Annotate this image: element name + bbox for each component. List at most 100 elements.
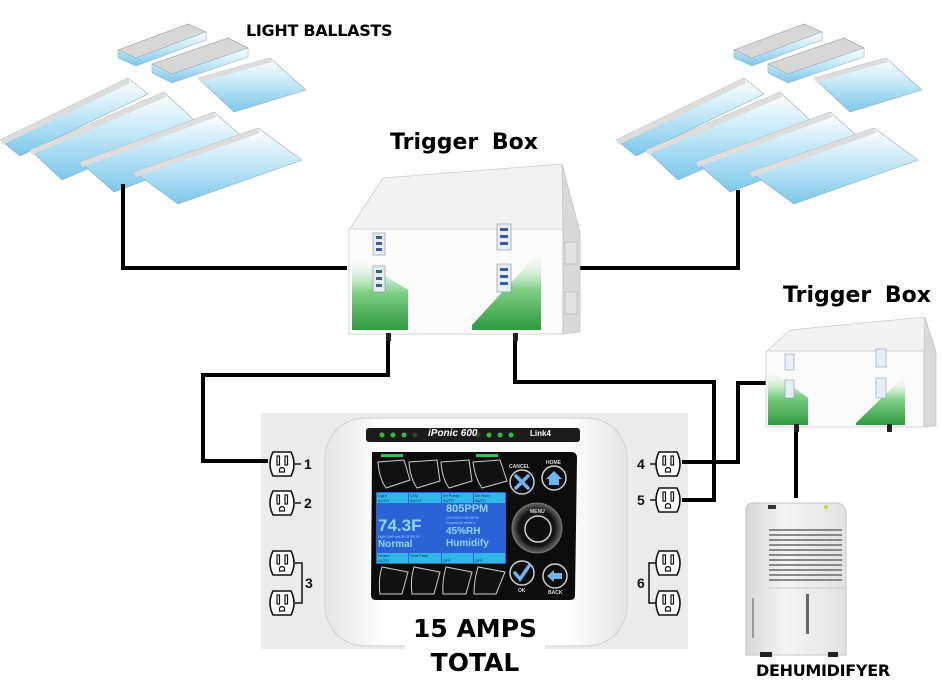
status-led (486, 432, 492, 438)
screen-datetime: 10/13/2010 05:05PM (446, 516, 479, 520)
iponic-controller (324, 417, 628, 647)
cord-grommet (887, 424, 892, 432)
outlet-3b[interactable] (269, 590, 295, 616)
light-fixture (117, 23, 207, 67)
outlet-number-2: 2 (304, 495, 312, 511)
soft-key-top-4 (472, 459, 508, 489)
vent-grille (769, 529, 842, 581)
cord-grommet (513, 333, 518, 341)
light-fixture (813, 57, 923, 113)
trigger-box-main-label: Trigger Box (390, 130, 538, 155)
side-receptacles (564, 241, 578, 315)
breaker-switch (372, 265, 386, 293)
status-led (401, 432, 407, 438)
ok-label: OK (518, 588, 526, 594)
outlet-2[interactable] (269, 490, 295, 516)
back-button[interactable] (542, 563, 568, 589)
outlet-slot (670, 594, 675, 605)
outlet-ground-hole (664, 466, 672, 473)
status-led (508, 432, 514, 438)
outlet-ground-hole (664, 605, 672, 612)
check-icon (513, 564, 531, 582)
breaker-switch (875, 377, 887, 399)
light-ballast-group-left (0, 23, 307, 205)
screen-co2: 805PPM (446, 503, 489, 515)
breaker-switch (784, 379, 795, 399)
trigger-box-main (348, 163, 581, 341)
outlet-4[interactable] (655, 451, 681, 477)
screen-setpoint: Night SetPoint 80.0F/80.0F (378, 535, 421, 539)
outlet-1[interactable] (269, 451, 295, 477)
breaker-switch (372, 232, 386, 256)
home-button[interactable] (541, 465, 567, 491)
outlet-ground-hole (278, 605, 286, 612)
breaker-switch (496, 223, 512, 251)
wire-left-ballasts-to-trigger-box (121, 184, 347, 270)
outlet-slot (662, 594, 667, 605)
screen-cell-vent-fans[interactable]: Vent Fans (410, 553, 429, 558)
outlet-slot (670, 491, 675, 502)
screen-cell-3[interactable]: OFF (443, 558, 451, 563)
light-fixture (197, 57, 307, 113)
wires (121, 184, 798, 502)
close-icon (514, 474, 530, 490)
light-fixture (133, 127, 303, 205)
outlet-slot (662, 455, 667, 466)
outlet-slot (276, 554, 281, 565)
outlet-number-3: 3 (305, 575, 313, 591)
soft-key-bottom-3 (442, 566, 473, 595)
menu-knob[interactable] (511, 502, 563, 554)
breaker-switch (496, 263, 512, 293)
screen-temp-status: Normal (378, 539, 413, 550)
outlet-slot (284, 594, 289, 605)
outlet-group-bracket-3 (295, 562, 303, 604)
light-fixture (749, 127, 919, 205)
amps-total-label: 15 AMPS TOTAL (405, 612, 545, 680)
status-led (497, 432, 503, 438)
wire-outlet5-to-trigger-box (513, 340, 716, 502)
screen-cell-4[interactable]: OFF (475, 558, 483, 563)
status-led (379, 432, 385, 438)
controller-model: iPonic 600 (428, 428, 478, 439)
outlet-number-1: 1 (304, 456, 312, 472)
cancel-button[interactable] (509, 469, 535, 495)
outlets (269, 451, 681, 616)
back-label: BACK (548, 590, 563, 596)
status-led (475, 432, 481, 438)
screen-temperature: 74.3F (378, 516, 422, 535)
status-led (412, 432, 418, 438)
soft-key-top-2 (408, 459, 441, 489)
ok-button[interactable] (509, 560, 535, 586)
outlet-slot (670, 455, 675, 466)
light-fixture (733, 23, 823, 67)
outlet-ground-hole (278, 565, 286, 572)
outlet-number-4: 4 (637, 456, 645, 472)
outlet-3a[interactable] (269, 550, 295, 576)
controller-brand: Link4 (530, 429, 551, 438)
soft-key-top-1 (377, 459, 411, 489)
outlet-6a[interactable] (655, 550, 681, 576)
trigger-box-secondary-label: Trigger Box (783, 283, 931, 308)
status-led (390, 432, 396, 438)
outlet-5[interactable] (655, 487, 681, 513)
outlet-ground-hole (664, 565, 672, 572)
arrow-left-icon (547, 570, 562, 582)
light-ballasts-label: LIGHT BALLASTS (246, 21, 393, 40)
light-fixture (151, 37, 249, 84)
soft-key-bottom-2 (410, 566, 441, 595)
outlet-slot (670, 554, 675, 565)
lcd-screen (376, 492, 506, 564)
dehumidifier (745, 502, 847, 657)
light-fixture (615, 77, 765, 157)
outlet-6b[interactable] (655, 590, 681, 616)
outlet-slot (276, 494, 281, 505)
outlet-ground-hole (278, 466, 286, 473)
light-ballast-group-right (615, 23, 923, 205)
breaker-switch (784, 353, 795, 371)
home-icon (546, 471, 562, 485)
